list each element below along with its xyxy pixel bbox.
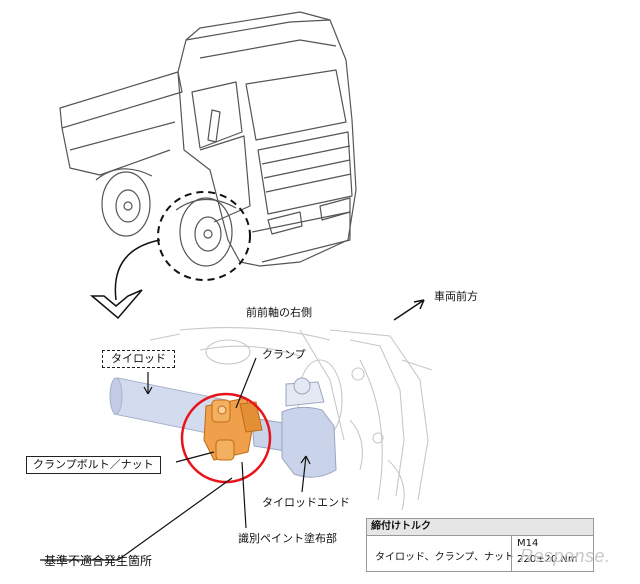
torque-part-name: タイロッド、クランプ、ナット: [375, 552, 514, 563]
tie-rod-part: [109, 377, 227, 437]
truck-windshield: [245, 69, 347, 141]
paint-area-label: 識別ペイント塗布部: [238, 532, 337, 545]
truck-cargo-bed: [59, 71, 183, 129]
vehicle-front-label: 車両前方: [434, 290, 478, 303]
zoom-arrow-head: [89, 289, 143, 320]
nonconformity-label: 基準不適合発生箇所: [44, 554, 153, 568]
zoom-arrow-curve: [114, 239, 161, 301]
clamp-bolt-nut-label: クランプボルト／ナット: [26, 456, 161, 474]
torque-table-divider: [511, 536, 512, 571]
tie-rod-end-label: タイロッドエンド: [262, 496, 350, 509]
front-wheel: [175, 197, 237, 267]
vehicle-front-arrow: [393, 299, 425, 321]
clamp-label: クランプ: [262, 348, 306, 361]
suspension-background: [149, 326, 433, 511]
front-wheel-highlight: [157, 191, 251, 281]
truck-grille: [257, 131, 353, 215]
front-axle-right-label: 前前軸の右側: [246, 306, 312, 319]
torque-table-header: 締付けトルク: [367, 519, 593, 536]
tie-rod-end-part: [251, 377, 337, 478]
clamp-part: [203, 397, 263, 461]
leader-lines: [40, 357, 311, 561]
truck-side-window: [191, 81, 243, 149]
truck-illustration: [59, 11, 357, 267]
torque-bolt-size: M14: [517, 538, 539, 549]
torque-table: 締付けトルク タイロッド、クランプ、ナット M14 220±20 Nm: [366, 518, 594, 572]
torque-table-row: タイロッド、クランプ、ナット M14 220±20 Nm: [367, 536, 593, 571]
torque-value: 220±20 Nm: [517, 554, 578, 565]
tie-rod-label: タイロッド: [102, 350, 175, 368]
truck-cab: [177, 11, 357, 267]
rear-wheel: [95, 168, 153, 237]
response-watermark: Response.: [520, 546, 611, 566]
